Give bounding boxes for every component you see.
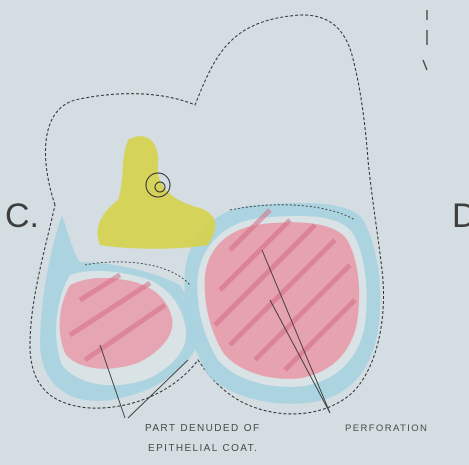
annotation-denuded-line2: EPITHELIAL COAT. (148, 443, 258, 454)
right-pink-layer (205, 222, 360, 379)
letter-c: C. (5, 197, 39, 236)
small-mark (423, 10, 427, 70)
annotation-denuded-line1: PART DENUDED OF (145, 423, 260, 434)
letter-d: D (452, 197, 469, 236)
annotation-perforation: PERFORATION (345, 423, 428, 434)
yellow-region (98, 136, 216, 249)
